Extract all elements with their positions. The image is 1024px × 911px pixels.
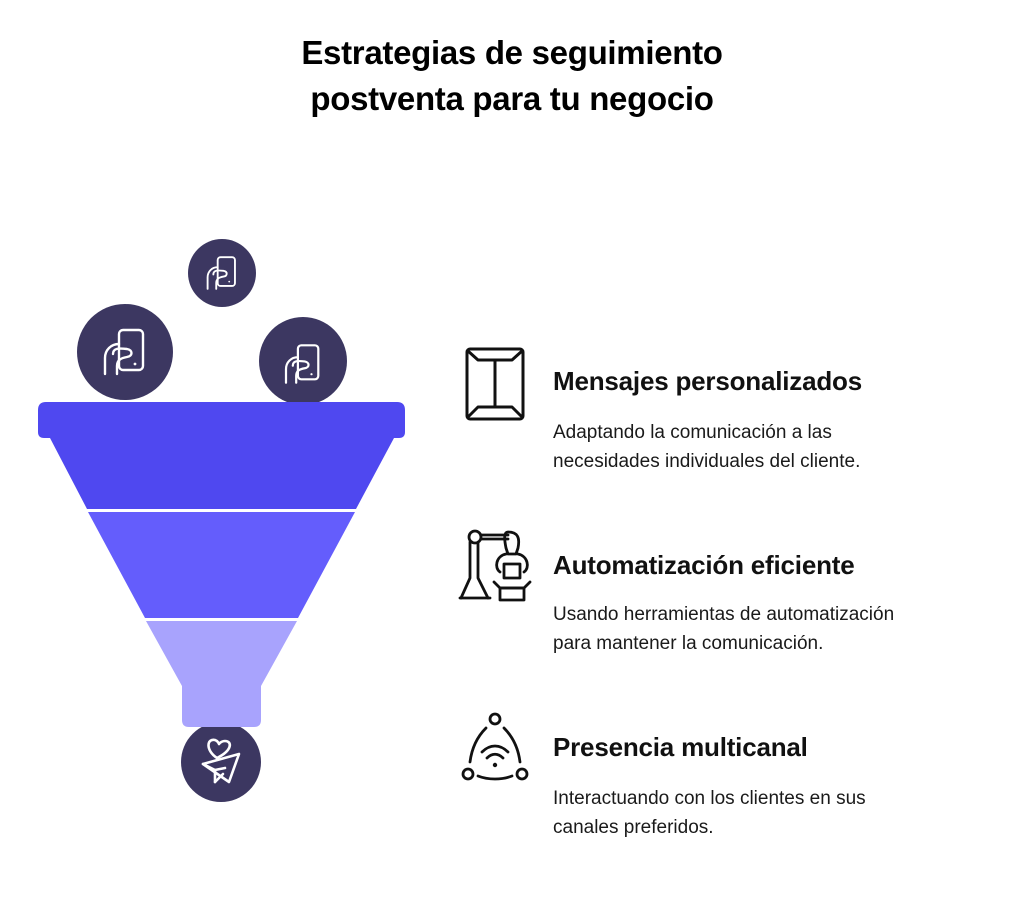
title-line-1: Estrategias de seguimiento bbox=[301, 34, 723, 71]
funnel-stage-2 bbox=[88, 512, 355, 618]
input-circle-small bbox=[188, 239, 256, 307]
robotic-arm-icon bbox=[458, 529, 532, 602]
input-circle-large bbox=[77, 304, 173, 400]
output-circle bbox=[181, 722, 261, 802]
funnel-stage-3 bbox=[146, 621, 297, 727]
heart-paper-plane-icon bbox=[201, 738, 241, 784]
title-line-2: postventa para tu negocio bbox=[310, 80, 714, 117]
funnel-diagram bbox=[38, 239, 405, 802]
envelope-icon bbox=[465, 347, 525, 421]
multichannel-network-icon bbox=[461, 712, 529, 781]
stage-heading: Mensajes personalizados bbox=[553, 366, 862, 396]
stage-description: Interactuando con los clientes en sus ca… bbox=[553, 788, 866, 838]
stage-description: Adaptando la comunicación a las necesida… bbox=[553, 422, 861, 472]
funnel-stage-1 bbox=[38, 402, 405, 509]
stage-description: Usando herramientas de automatización pa… bbox=[553, 604, 895, 654]
phone-hand-icon bbox=[103, 328, 145, 376]
stage-heading: Presencia multicanal bbox=[553, 732, 808, 762]
phone-hand-icon bbox=[284, 344, 320, 384]
page-title: Estrategias de seguimiento postventa par… bbox=[0, 30, 1024, 122]
stage-heading: Automatización eficiente bbox=[553, 550, 855, 580]
phone-hand-icon bbox=[206, 256, 236, 290]
input-circle-medium bbox=[259, 317, 347, 405]
